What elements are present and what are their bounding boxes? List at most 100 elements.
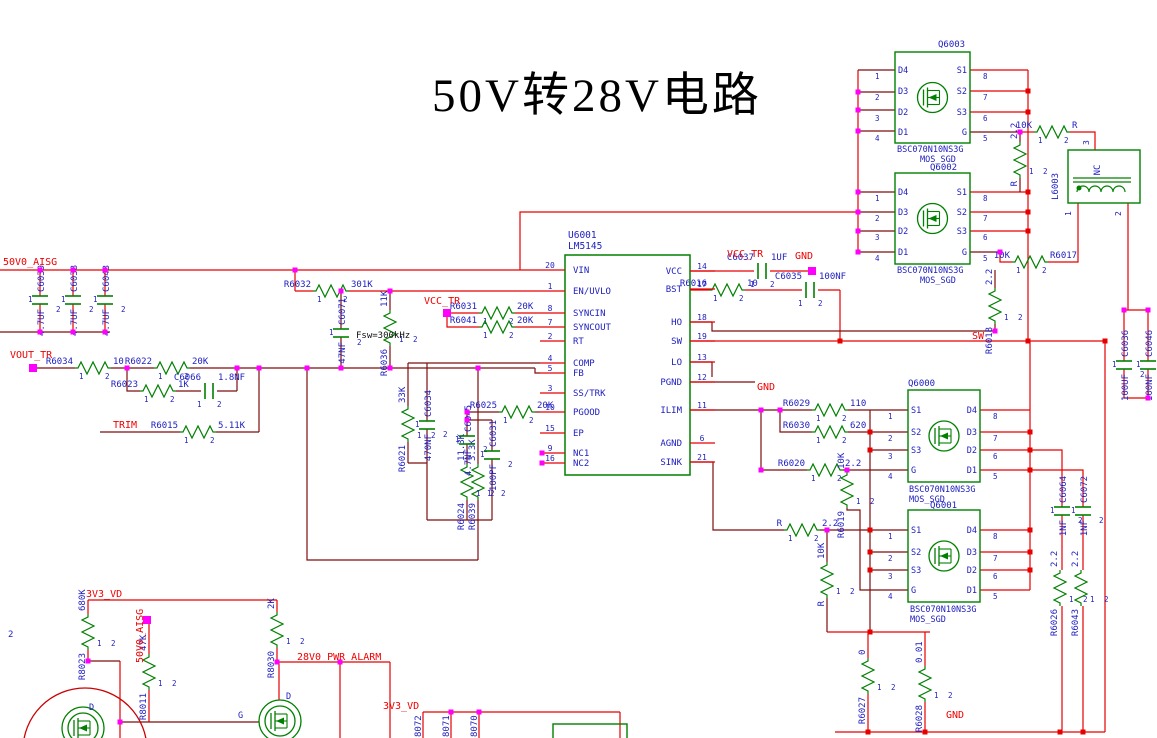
schematic-title: 50V转28V电路 [432,70,762,122]
mosfet-pin-number: 7 [993,434,998,443]
resistor-ref: R6027 [858,697,868,724]
resistor-body [1034,124,1070,140]
mosfet-pin-number: 3 [875,233,880,242]
ic-body [564,254,691,476]
wire [690,461,784,531]
net-label-GND: GND [795,251,813,262]
mosfet-Q6002[interactable]: D41S18D32S27D23S36D14G5Q6002BSC070N10NS3… [875,163,988,286]
junction-dot [70,267,76,273]
capacitor-ref: C6039 [37,265,47,292]
capacitor-ref: C6066 [174,373,201,383]
mosfet-Q6003[interactable]: D41S18D32S27D23S36D14G5Q6003BSC070N10NS3… [875,40,988,165]
mosfet-pin-number: 6 [983,114,988,123]
pin-number: 2 [850,587,855,596]
mosfet-pin-name: S3 [957,227,967,237]
mosfet-pin-number: 6 [983,233,988,242]
resistor-ref: R6032 [284,280,311,290]
mosfet-Q6000[interactable]: S11D48S22D37S33D26G4D15Q6000BSC070N10NS3… [888,379,998,505]
mosfet-partial-0[interactable]: D [61,703,105,738]
pin-number: 2 [483,445,488,454]
ic-part: LM5145 [568,241,602,252]
mosfet-Q6001[interactable]: S11D48S22D37S33D26G4D15Q6001BSC070N10NS3… [888,501,998,625]
mosfet-pin-name: D3 [967,548,977,558]
junction-dot [865,729,871,735]
mosfet-pin-number: 7 [983,93,988,102]
annotation-text: 8071 [442,715,452,737]
pin-number: 1 [836,587,841,596]
mosfet-subtype: MOS_SGD [909,495,945,505]
annotation-circle [23,687,147,738]
resistor-value: 5.11K [218,421,246,431]
net-port[interactable] [808,267,816,275]
resistor-body [140,383,176,399]
resistor-value: 0 [858,650,868,655]
ic-pin-number: 2 [548,332,553,341]
net-port[interactable] [29,364,37,372]
ic-pin-name: VIN [573,266,589,276]
wire [446,317,479,328]
pin-number: 1 [61,295,66,304]
capacitor-value: 4.7UF [37,309,47,336]
pin-number: 2 [56,305,61,314]
mosfet-pin-number: 1 [888,532,893,541]
resistor-body [141,654,157,690]
junction-dot [1027,429,1033,435]
mosfet-pin-number: 2 [875,93,880,102]
ic-pin-name: SYNCOUT [573,323,612,333]
junction-dot [102,267,108,273]
pin-number: 1 [1069,595,1074,604]
capacitor-C6046-13[interactable]: C6046100NF12 [1136,330,1157,401]
pin-number: 2 [842,436,847,445]
net-port[interactable] [443,309,451,317]
mosfet-pin-number: 8 [983,72,988,81]
junction-dot [997,249,1003,255]
ic-U6001[interactable]: U6001LM514520VIN1EN/UVLO8SYNCIN7SYNCOUT2… [540,230,715,476]
mosfet-partial-1[interactable]: DG [238,692,302,738]
junction-dot [476,709,482,715]
pin-number: 2 [948,691,953,700]
net-port[interactable] [143,616,151,624]
